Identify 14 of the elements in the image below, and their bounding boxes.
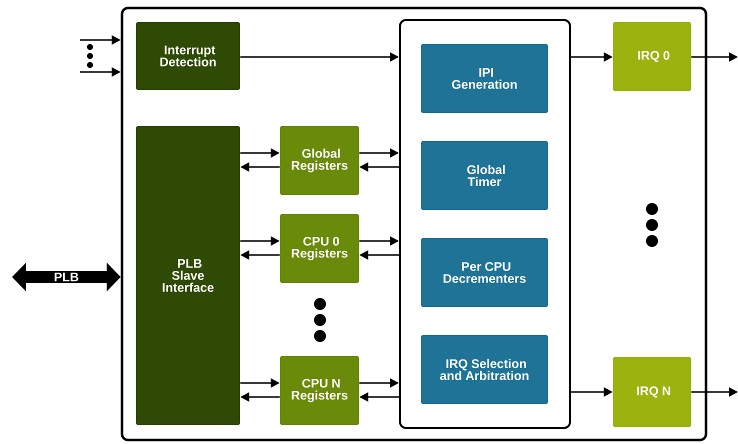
edge-label: PLB [52, 272, 80, 282]
process-box: Per CPU Decrementers [421, 238, 548, 307]
process-box: Global Timer [421, 141, 548, 210]
output-box: IRQ N [613, 357, 691, 427]
register-box: CPU 0 Registers [280, 214, 359, 283]
process-box: IPI Generation [421, 44, 548, 113]
outer-block-frame [120, 6, 708, 442]
register-box: CPU N Registers [280, 356, 359, 425]
output-box: IRQ 0 [613, 22, 691, 91]
process-box: PLB Slave Interface [136, 126, 240, 425]
container-frame [399, 19, 571, 429]
register-box: Global Registers [280, 126, 359, 195]
process-box: IRQ Selection and Arbitration [421, 335, 548, 404]
process-box: Interrupt Detection [136, 22, 240, 90]
